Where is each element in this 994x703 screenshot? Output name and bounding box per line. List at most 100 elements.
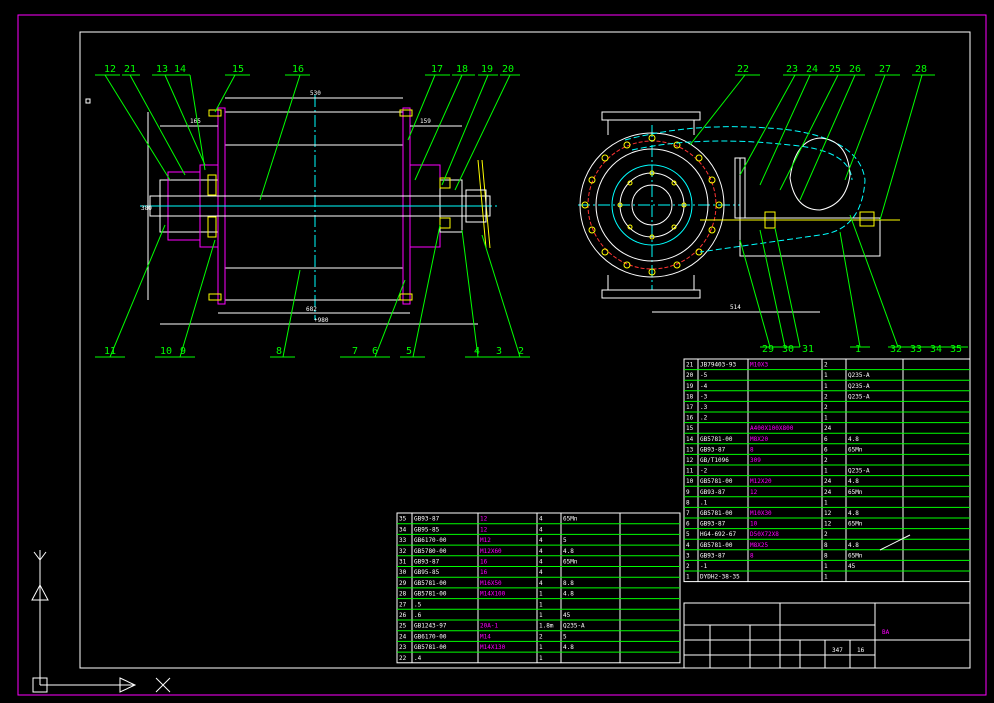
bom-right-cell: 4 [686,542,690,549]
bom-bottom-cell: 29 [399,580,407,587]
bom-bottom-cell: 27 [399,601,407,608]
bom-bottom-cell: GB1243-97 [414,623,447,630]
bom-right-cell: 65Mn [848,489,863,496]
bom-bottom-cell: 65Mn [563,559,578,566]
bom-right-cell: 15 [686,425,694,432]
bom-right-cell: DYDH2-38-35 [700,574,740,581]
bom-bottom-cell: GB95-85 [414,526,440,533]
bom-right-cell: 1 [824,415,828,422]
title-block: 347 16 BA [683,534,971,669]
bom-right-cell: 12 [824,521,832,528]
bom-bottom-cell: 4 [539,537,543,544]
bom-right-cell: 65Mn [848,521,863,528]
bom-right-cell: GB5781-00 [700,436,733,443]
bom-bottom-cell: 4.8 [563,644,574,651]
bom-right-cell: 19 [686,383,694,390]
bom-right-cell: .2 [700,415,708,422]
bom-bottom-cell: GB5781-00 [414,644,447,651]
bom-bottom-cell: M16X50 [480,580,502,587]
bom-bottom-cell: 12 [480,526,488,533]
label-21: 21 [124,64,136,75]
bom-bottom-cell: .4 [414,655,422,662]
bom-bottom-cell: 35 [399,516,407,523]
bom-bottom-cell: 23 [399,644,407,651]
bom-bottom-cell: GB5780-00 [414,548,447,555]
bom-bottom-cell: 1 [539,601,543,608]
label-5: 5 [406,346,412,357]
label-11: 11 [104,346,116,357]
bom-bottom-cell: 12 [480,516,488,523]
bom-right-cell: 4.8 [848,542,859,549]
label-32: 32 [890,344,902,355]
bom-right-cell: 7 [686,510,690,517]
bom-bottom-cell: 2 [539,633,543,640]
bom-bottom-cell: 4 [539,580,543,587]
bom-right-cell: 10 [750,521,758,528]
label-31: 31 [802,344,814,355]
bom-bottom-cell: 45 [563,612,571,619]
label-18: 18 [456,64,468,75]
bom-right-cell: 1 [824,468,828,475]
bom-right-cell: 2 [824,362,828,369]
title-sheet: 16 [857,647,865,654]
bom-right-cell: Q235-A [848,383,870,390]
bom-bottom-cell: GB5781-00 [414,580,447,587]
bom-right-cell: 14 [686,436,694,443]
bom-right-cell: 11 [686,468,694,475]
bom-bottom-cell: 24 [399,633,407,640]
label-7: 7 [352,346,358,357]
bom-right-cell: 9 [686,489,690,496]
bom-bottom-cell: 8.8 [563,580,574,587]
label-13: 13 [156,64,168,75]
label-20: 20 [502,64,514,75]
bom-right-cell: 65Mn [848,446,863,453]
end-view: 514 22 23 24 25 26 27 28 29 30 31 1 32 3… [578,64,968,355]
bom-right-frame [683,358,971,583]
side-view: 530 165 159 380 682 +980 [95,64,530,358]
label-25: 25 [829,64,841,75]
bom-right-cell: 4.8 [848,478,859,485]
bom-right-cell: 2 [686,563,690,570]
label-29: 29 [762,344,774,355]
bom-bottom-cell: 5 [563,633,567,640]
bom-right-cell: 1 [686,574,690,581]
dim-top: 530 [310,90,321,97]
bom-right-cell: 8 [824,542,828,549]
label-26: 26 [849,64,861,75]
bom-right-cell: 2 [824,457,828,464]
bom-bottom-cell: GB95-85 [414,569,440,576]
bom-bottom-cell: 16 [480,569,488,576]
bom-right-cell: GB5781-00 [700,510,733,517]
bom-right-cell: -1 [700,563,708,570]
label-6: 6 [372,346,378,357]
bom-right-cell: 2 [824,531,828,538]
label-9: 9 [180,346,186,357]
bom-bottom-cell: 1.8m [539,623,554,630]
bom-right-cell: M12X20 [750,478,772,485]
bom-right-cell: 12 [824,510,832,517]
bom-right-cell: HG4-692-67 [700,531,737,538]
label-22: 22 [737,64,749,75]
dim-end-width: 514 [730,304,741,311]
bom-right-cell: 10 [686,478,694,485]
label-35: 35 [950,344,962,355]
bom-right-cell: 1 [824,574,828,581]
bom-right-cell: GB93-87 [700,489,726,496]
bom-right-cell: 16 [686,415,694,422]
bom-right-cell: D50X72X8 [750,531,779,538]
bom-right-cell: GB/T1096 [700,457,729,464]
label-8: 8 [276,346,282,357]
bom-bottom-cell: 4 [539,559,543,566]
bom-right-cell: 17 [686,404,694,411]
label-24: 24 [806,64,818,75]
bom-bottom-cell: 4 [539,516,543,523]
bom-right-cell: 2 [824,404,828,411]
dim-right-small: 159 [420,118,431,125]
bom-right-cell: M8X25 [750,542,768,549]
bom-bottom-cell: 34 [399,526,407,533]
bom-right-cell: 1 [824,563,828,570]
bom-right-cell: M10X3 [750,362,768,369]
label-34: 34 [930,344,942,355]
label-10: 10 [160,346,172,357]
